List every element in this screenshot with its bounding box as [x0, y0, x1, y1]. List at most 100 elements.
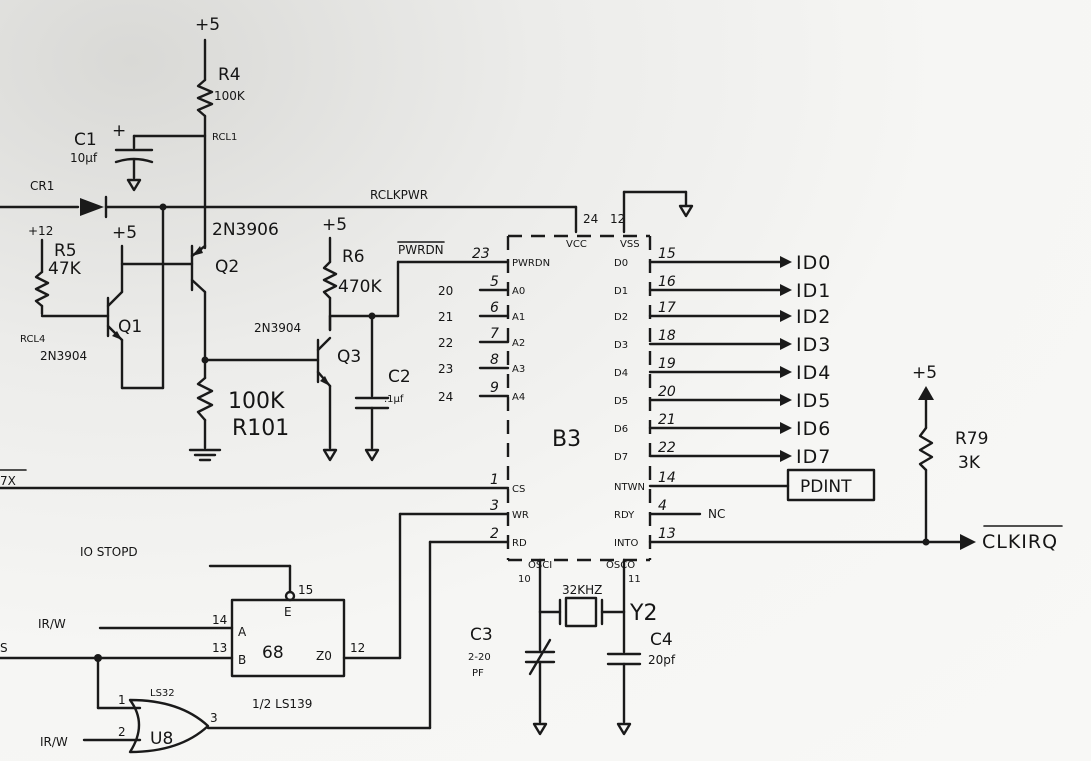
q1-supply-label: +5 — [112, 223, 137, 243]
b3-pin-number: 23 — [472, 246, 490, 262]
q3-part: 2N3904 — [254, 321, 301, 335]
resistor-r4 — [196, 78, 214, 118]
decoder-ref: 68 — [262, 643, 284, 663]
arrow-icon — [780, 366, 792, 378]
b3-pin-name: D0 — [614, 258, 628, 269]
b3-pin-name: RDY — [614, 510, 635, 521]
b3-pin-net: 24 — [438, 390, 453, 404]
b3-pin-number: 15 — [658, 246, 676, 262]
resistor-r6 — [322, 260, 338, 300]
b3-pin-number: 8 — [490, 352, 499, 368]
q3-collector — [316, 336, 332, 352]
b3-pin-name: D4 — [614, 368, 628, 379]
arrow-icon — [780, 256, 792, 268]
q1-part: 2N3904 — [40, 349, 87, 363]
resistor-r79 — [918, 426, 934, 472]
b3-pin-name: D6 — [614, 424, 628, 435]
b3-pin-number: 4 — [658, 498, 667, 514]
r5-supply-label: +12 — [28, 224, 53, 238]
net-pwrdn: PWRDN — [398, 243, 444, 257]
arrow-icon — [780, 394, 792, 406]
net-ir-w: IR/W — [38, 617, 66, 631]
y2-value: 32KHZ — [562, 583, 602, 597]
net-rclkpwr: RCLKPWR — [370, 188, 428, 202]
b3-pin-number: 9 — [490, 380, 499, 396]
c3-value: 2-20 — [468, 652, 491, 663]
b3-pin-number: 19 — [658, 356, 676, 372]
arrow-icon — [780, 422, 792, 434]
b3-pin-name: PWRDN — [512, 258, 550, 269]
b3-pin-name: D2 — [614, 312, 628, 323]
b3-osci-pin: 10 — [518, 574, 531, 585]
b3-vcc-pin: 24 — [583, 212, 598, 226]
r6-value: 470K — [338, 277, 382, 297]
net-left-7x: 7X — [0, 474, 16, 488]
net-ir-w2: IR/W — [40, 735, 68, 749]
b3-pin-number: 18 — [658, 328, 676, 344]
b3-pin-name: CS — [512, 484, 525, 495]
b3-ref: B3 — [552, 427, 581, 452]
q1-collector — [106, 290, 124, 308]
data-signal-label: ID2 — [796, 306, 831, 328]
decoder-a-pin: 14 — [212, 613, 227, 627]
net-io-stopd: IO STOPD — [80, 545, 138, 559]
data-signal-label: ID7 — [796, 446, 831, 468]
r79-value: 3K — [958, 453, 981, 473]
r79-ref: R79 — [955, 429, 988, 449]
b3-pin-name: D3 — [614, 340, 628, 351]
net-left-s: S — [0, 641, 8, 655]
b3-pin-name: A2 — [512, 338, 525, 349]
r4-supply-label: +5 — [195, 15, 220, 35]
c2-value: .1µf — [384, 394, 404, 405]
data-signal-label: ID1 — [796, 280, 831, 302]
b3-osco-pin: 11 — [628, 574, 641, 585]
b3-vss-pin: 12 — [610, 212, 625, 226]
net-rcl4: RCL4 — [20, 334, 45, 345]
b3-pin-name: D1 — [614, 286, 628, 297]
b3-pin-name: INTO — [614, 538, 639, 549]
b3-pin-number: 13 — [658, 526, 676, 542]
b3-pin-net: 22 — [438, 336, 453, 350]
arrow-icon — [780, 338, 792, 350]
resistor-r5 — [34, 270, 50, 308]
r5-ref: R5 — [54, 241, 77, 261]
b3-pin-name: D7 — [614, 452, 628, 463]
b3-pin-name: A0 — [512, 286, 525, 297]
b3-pin-net: 20 — [438, 284, 453, 298]
c3-unit: PF — [472, 668, 484, 679]
cr1-ref: CR1 — [30, 179, 54, 193]
net-nc: NC — [708, 507, 725, 521]
b3-pin-number: 22 — [658, 440, 676, 456]
b3-pin-number: 14 — [658, 470, 676, 486]
b3-pin-name: A4 — [512, 392, 525, 403]
b3-pin-net: 21 — [438, 310, 453, 324]
trimmer-arrow — [528, 638, 552, 676]
r4-ref: R4 — [218, 65, 241, 85]
b3-pin-number: 20 — [658, 384, 676, 400]
c1-ref: C1 — [74, 130, 97, 150]
b3-pin-name: A3 — [512, 364, 525, 375]
c1-polarity: + — [112, 121, 126, 141]
b3-pin-number: 16 — [658, 274, 676, 290]
c3-ref: C3 — [470, 625, 493, 645]
r4-value: 100K — [214, 89, 246, 103]
decoder-out-label: Z0 — [316, 649, 332, 663]
q3-emitter-arrow — [320, 376, 330, 386]
r79-supply-label: +5 — [912, 363, 937, 383]
arrow-icon — [780, 310, 792, 322]
inversion-bubble — [284, 590, 296, 602]
arrow-icon — [960, 534, 976, 550]
gate-ref: U8 — [150, 729, 173, 749]
decoder-e-pin: 15 — [298, 583, 313, 597]
gate-part: LS32 — [150, 688, 175, 699]
decoder-out-pin: 12 — [350, 641, 365, 655]
b3-pin-name: WR — [512, 510, 529, 521]
ground-icon — [678, 204, 694, 218]
q1-emitter-arrow — [112, 331, 122, 340]
q2-ref: Q2 — [215, 257, 239, 277]
net-pdint: PDINT — [800, 477, 852, 497]
resistor-r101 — [196, 376, 214, 422]
q2-emitter-arrow — [192, 246, 203, 256]
